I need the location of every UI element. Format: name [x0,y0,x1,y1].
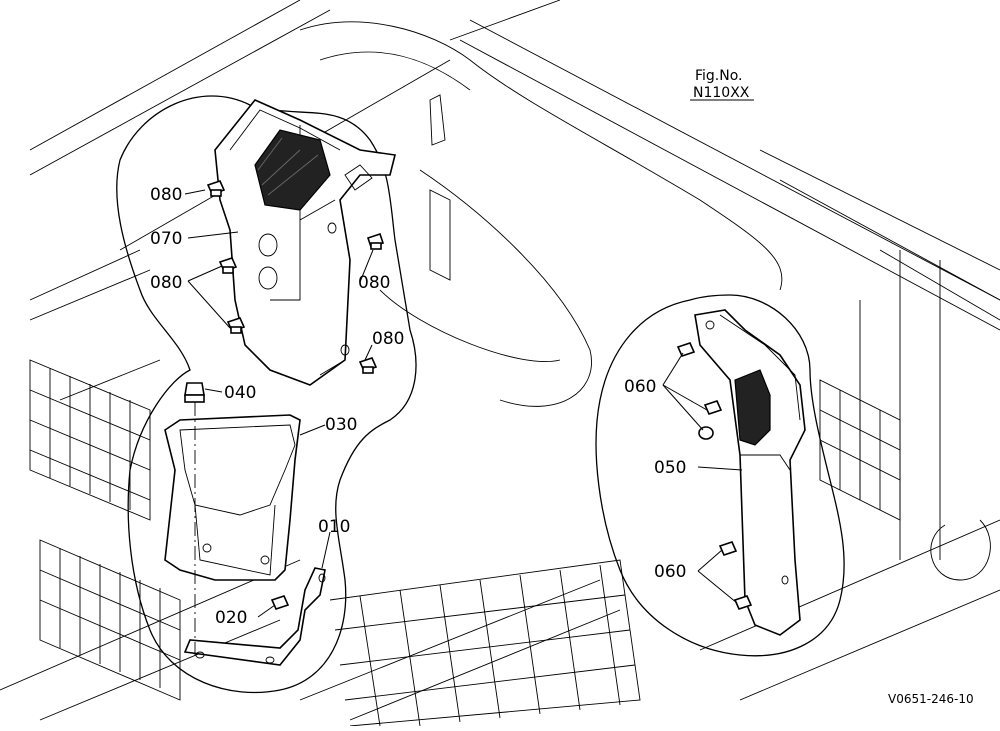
bolt-060-b [703,400,723,415]
bolt-080-a [206,180,226,197]
bolt-080-d [358,357,378,374]
callout-080-c: 080 [358,273,390,293]
bolt-060-d [733,595,753,610]
bolt-040 [184,382,205,403]
bolt-060-c [718,541,738,556]
leader-lines [184,99,754,618]
drawing-code: V0651-246-10 [888,692,974,706]
callout-080-a: 080 [150,185,182,205]
right-detail-outline [595,294,845,657]
bolt-080-c [226,317,246,334]
bolt-020 [270,595,290,610]
washer-060 [698,426,714,440]
callout-010: 010 [318,517,350,537]
callout-030: 030 [325,415,357,435]
bolt-060-a [676,342,696,357]
bolt-080-b [218,257,238,274]
left-detail-outline [116,95,417,694]
part-010-bracket [183,567,326,666]
fig-label: Fig.No. [695,68,743,84]
fig-number: N110XX [693,85,750,101]
callout-080-d: 080 [372,329,404,349]
bolt-080-e [366,232,385,250]
part-070-cover [214,99,396,386]
callout-070: 070 [150,229,182,249]
callout-labels: 080 070 080 080 080 040 030 010 020 060 … [150,185,686,628]
bolts-080 [206,180,385,374]
part-050-duct [694,309,806,636]
callout-050: 050 [654,458,686,478]
callout-060-top: 060 [624,377,656,397]
callout-080-b: 080 [150,273,182,293]
figure-number: Fig.No. N110XX [693,68,750,101]
part-030-duct [164,414,301,581]
callout-040: 040 [224,383,256,403]
callout-020: 020 [215,608,247,628]
callout-060-bottom: 060 [654,562,686,582]
